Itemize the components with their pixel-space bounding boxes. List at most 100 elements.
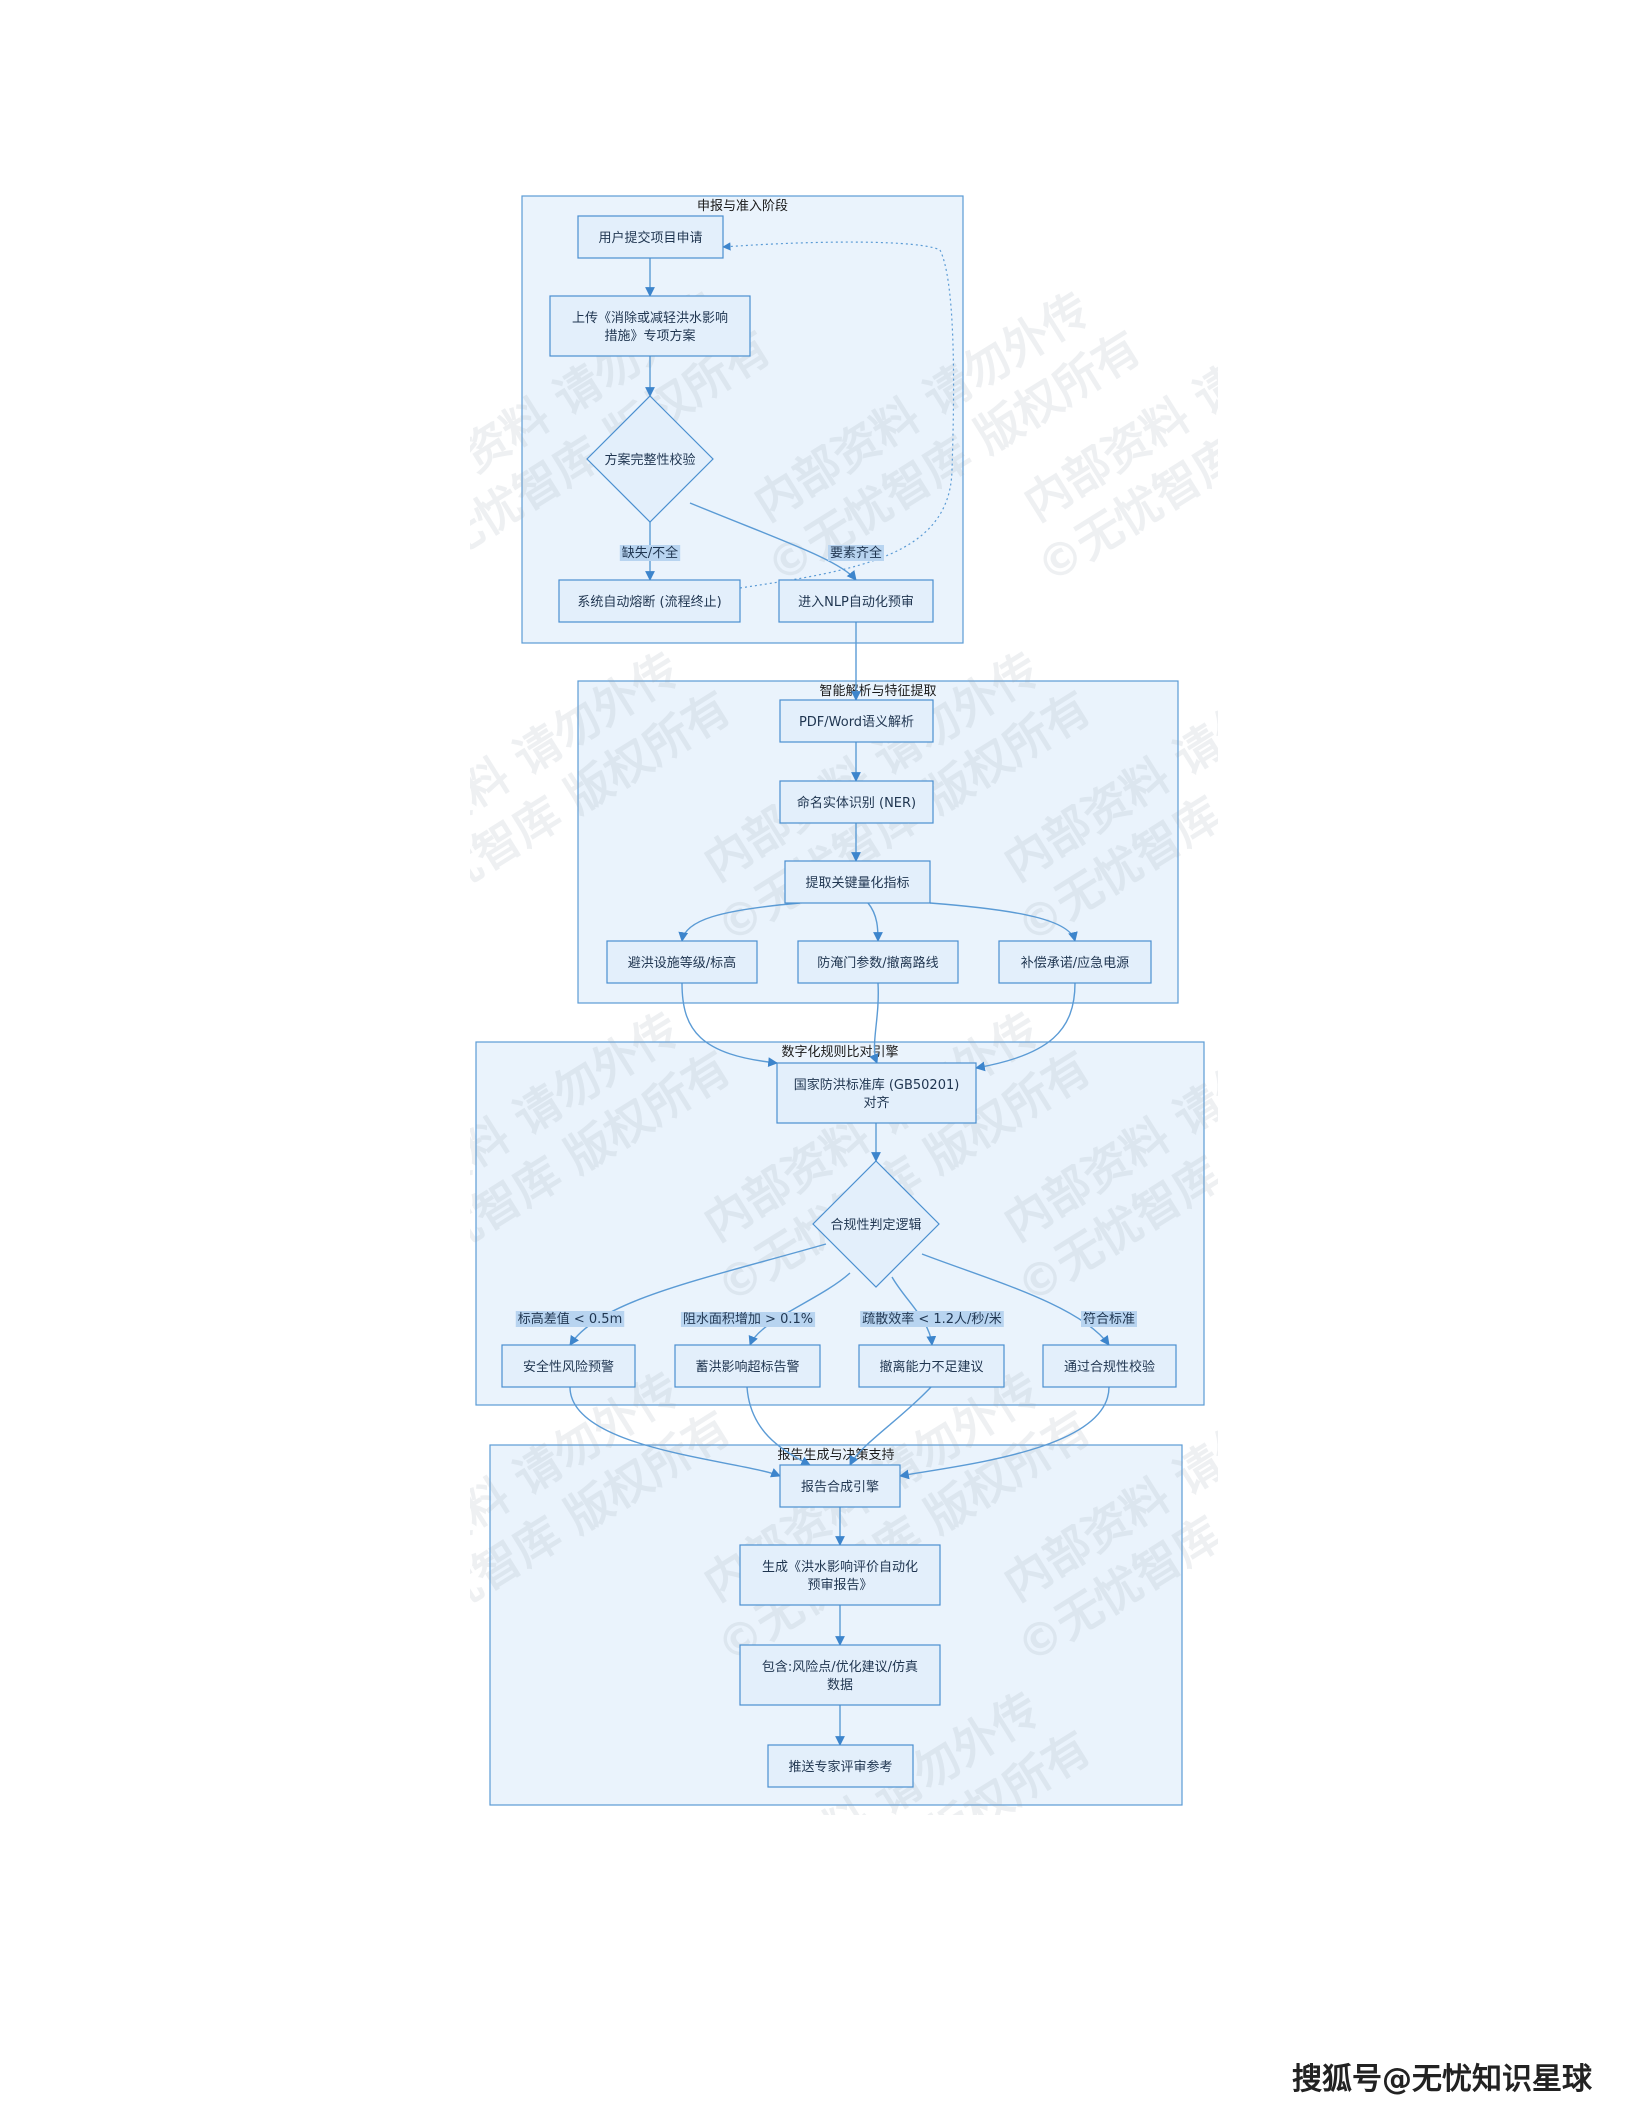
edge-label-bg (515, 1311, 625, 1327)
cluster-c1: 申报与准入阶段 (521, 195, 964, 644)
process-box (739, 1544, 941, 1606)
process-box (558, 579, 741, 623)
node-label: PDF/Word语义解析 (799, 715, 914, 730)
node-label: 蓄洪影响超标告警 (695, 1359, 799, 1375)
process-box (998, 940, 1152, 984)
edge-n13-n17 (921, 1253, 1110, 1346)
edge-label-n13-n15: 阻水面积增加 > 0.1% (680, 1312, 816, 1327)
edge-n8-n11 (929, 902, 1078, 942)
edge-n10-n12 (869, 982, 879, 1064)
node-label: 合规性判定逻辑 (830, 1218, 921, 1233)
edge-label-bg (619, 545, 681, 561)
node-n15[interactable]: 蓄洪影响超标告警 (674, 1344, 821, 1388)
node-n14[interactable]: 安全性风险预警 (501, 1344, 636, 1388)
edge-label-n13-n17: 符合标准 (1080, 1311, 1138, 1327)
node-n4[interactable]: 系统自动熔断 (流程终止) (558, 579, 741, 623)
process-box (577, 215, 724, 259)
process-box (674, 1344, 821, 1388)
edge-n8-n10 (867, 902, 883, 942)
edge-n13-n14 (569, 1243, 827, 1346)
node-n16[interactable]: 撤离能力不足建议 (858, 1344, 1005, 1388)
node-n13[interactable]: 合规性判定逻辑 (812, 1160, 940, 1288)
process-box (776, 1062, 977, 1124)
node-n6[interactable]: PDF/Word语义解析 (779, 699, 934, 743)
node-label: 对齐 (863, 1095, 889, 1111)
edge-label-bg (827, 545, 885, 561)
edge-label-bg (680, 1312, 816, 1327)
process-box (779, 699, 934, 743)
node-n11[interactable]: 补偿承诺/应急电源 (998, 940, 1152, 984)
edge-label-text: 标高差值 < 0.5m (518, 1311, 623, 1327)
node-label: 上传《消除或减轻洪水影响 (572, 310, 728, 326)
edge-label-text: 符合标准 (1083, 1311, 1135, 1327)
node-label: 提取关键量化指标 (805, 875, 909, 891)
node-label: 数据 (827, 1678, 853, 1693)
edge-n3-n5 (689, 502, 857, 581)
node-n1[interactable]: 用户提交项目申请 (577, 215, 724, 259)
edge-label-n13-n14: 标高差值 < 0.5m (515, 1311, 625, 1327)
node-n17[interactable]: 通过合规性校验 (1042, 1344, 1177, 1388)
edge-n9-n12 (681, 982, 778, 1067)
edge-n8-n9 (678, 902, 801, 942)
process-box (739, 1644, 941, 1706)
edge-n13-n15 (748, 1272, 851, 1346)
node-label: 措施》专项方案 (604, 328, 695, 344)
node-label: 通过合规性校验 (1064, 1359, 1155, 1375)
node-n8[interactable]: 提取关键量化指标 (784, 860, 931, 904)
process-box (1042, 1344, 1177, 1388)
edge-n17-n18 (899, 1386, 1110, 1480)
node-label: 避洪设施等级/标高 (628, 955, 736, 971)
process-box (779, 1464, 901, 1508)
node-label: 方案完整性校验 (604, 452, 695, 468)
edge-label-bg (1080, 1311, 1138, 1327)
node-label: 安全性风险预警 (523, 1359, 614, 1375)
edge-label-text: 阻水面积增加 > 0.1% (683, 1312, 813, 1327)
node-n5[interactable]: 进入NLP自动化预审 (778, 579, 934, 623)
node-label: 用户提交项目申请 (598, 230, 702, 246)
cluster-title: 申报与准入阶段 (697, 199, 788, 214)
process-box (501, 1344, 636, 1388)
process-box (778, 579, 934, 623)
edge-label-n3-n5: 要素齐全 (827, 545, 885, 561)
node-n3[interactable]: 方案完整性校验 (586, 395, 714, 523)
node-label: 报告合成引擎 (801, 1480, 879, 1495)
node-label: 撤离能力不足建议 (879, 1359, 983, 1375)
node-label: 补偿承诺/应急电源 (1021, 955, 1129, 971)
edge-label-n13-n16: 疏散效率 < 1.2人/秒/米 (860, 1311, 1004, 1327)
footer-credit: 搜狐号@无忧知识星球 (1292, 2062, 1592, 2097)
node-n18[interactable]: 报告合成引擎 (779, 1464, 901, 1508)
edge-label-text: 要素齐全 (830, 545, 882, 561)
node-label: 防淹门参数/撤离路线 (817, 955, 938, 971)
process-box (797, 940, 959, 984)
node-n21[interactable]: 推送专家评审参考 (767, 1744, 914, 1788)
decision-diamond (812, 1160, 940, 1288)
node-label: 系统自动熔断 (流程终止) (577, 594, 721, 610)
node-label: 生成《洪水影响评价自动化 (762, 1559, 918, 1575)
node-n12[interactable]: 国家防洪标准库 (GB50201) 对齐 (776, 1062, 977, 1124)
node-label: 命名实体识别 (NER) (797, 795, 916, 811)
cluster-title: 数字化规则比对引擎 (781, 1045, 898, 1060)
edge-label-n3-n4: 缺失/不全 (619, 545, 681, 561)
process-box (784, 860, 931, 904)
edge-label-text: 缺失/不全 (622, 545, 678, 561)
process-box (858, 1344, 1005, 1388)
edge-n11-n12 (975, 982, 1076, 1072)
node-label: 进入NLP自动化预审 (798, 595, 914, 610)
node-label: 国家防洪标准库 (GB50201) (794, 1077, 960, 1093)
node-label: 推送专家评审参考 (788, 1759, 892, 1775)
edge-n13-n16 (891, 1276, 937, 1346)
process-box (549, 295, 751, 357)
process-box (767, 1744, 914, 1788)
process-box (779, 780, 934, 824)
node-n9[interactable]: 避洪设施等级/标高 (606, 940, 758, 984)
edge-n15-n18 (746, 1386, 811, 1466)
edge-n16-n18 (849, 1386, 932, 1466)
decision-diamond (586, 395, 714, 523)
node-n7[interactable]: 命名实体识别 (NER) (779, 780, 934, 824)
edge-label-text: 疏散效率 < 1.2人/秒/米 (862, 1311, 1002, 1327)
node-n10[interactable]: 防淹门参数/撤离路线 (797, 940, 959, 984)
